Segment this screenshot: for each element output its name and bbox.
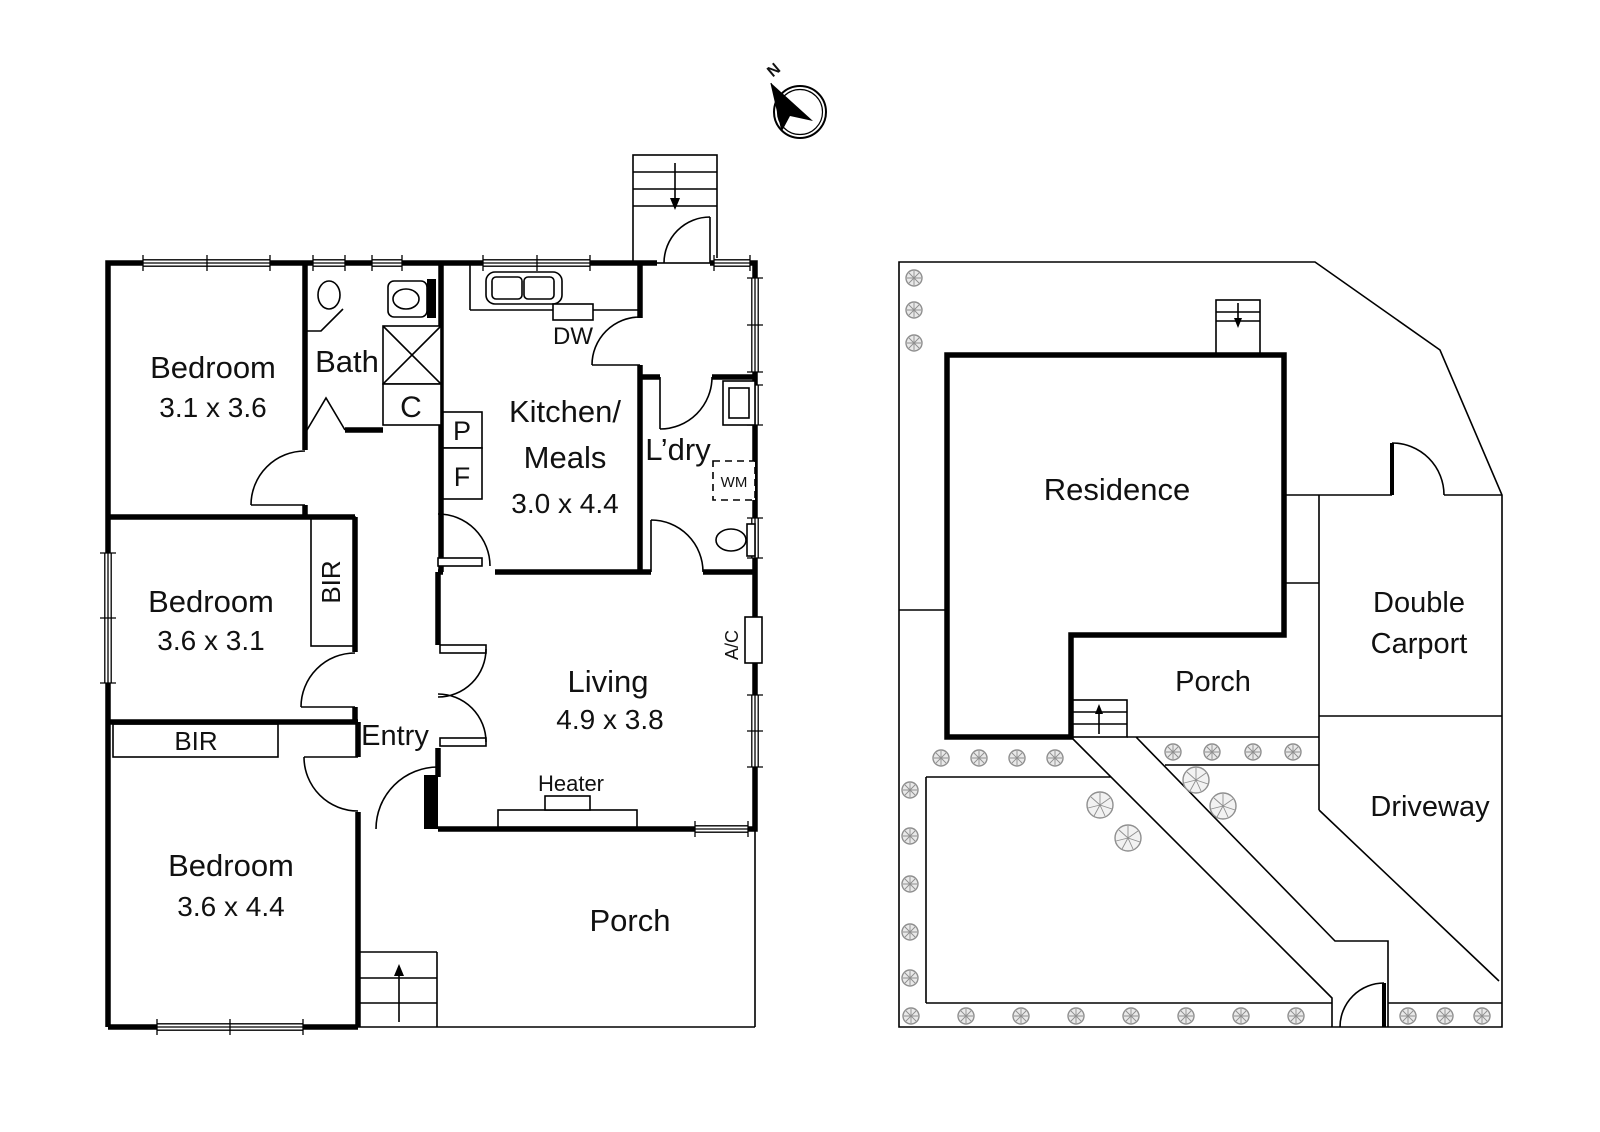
- room-label-kitchen-2: Meals: [524, 440, 607, 475]
- doors: [250, 216, 713, 830]
- gates: [1339, 442, 1445, 1028]
- site-label-porch: Porch: [1175, 666, 1251, 698]
- shrub-icon: [901, 827, 919, 845]
- label-dishwasher: DW: [553, 323, 593, 350]
- label-air-conditioner: A/C: [722, 630, 742, 660]
- ac-unit-icon: [744, 616, 763, 664]
- room-label-bedroom1: Bedroom: [150, 350, 276, 385]
- site-plan-labels: Residence Porch Double Carport Driveway: [1044, 472, 1490, 823]
- toilet-icon: [317, 280, 341, 310]
- label-pantry: P: [453, 416, 471, 446]
- wc-toilet-icon: [715, 528, 747, 552]
- shrub-icon: [1177, 1007, 1195, 1025]
- shrub-icon: [905, 301, 923, 319]
- shrub-icon: [1008, 749, 1026, 767]
- room-label-bedroom3: Bedroom: [168, 848, 294, 883]
- shrub-icon: [1244, 743, 1262, 761]
- vanity-icon: [427, 279, 436, 318]
- bir-side-box: [310, 516, 356, 647]
- shrub-icon: [1012, 1007, 1030, 1025]
- tree-icon: [1209, 792, 1237, 820]
- shrub-icon: [1473, 1007, 1491, 1025]
- site-label-driveway: Driveway: [1370, 791, 1490, 823]
- shrub-icon: [1122, 1007, 1140, 1025]
- label-cupboard: C: [400, 391, 422, 424]
- garden-lines: [899, 494, 1502, 1027]
- room-dims-bedroom1: 3.1 x 3.6: [159, 392, 266, 423]
- room-dims-bedroom3: 3.6 x 4.4: [177, 891, 284, 922]
- shrub-icon: [1164, 743, 1182, 761]
- site-back-steps: [1215, 299, 1261, 356]
- shrub-icon: [901, 781, 919, 799]
- room-label-kitchen-1: Kitchen/: [509, 394, 621, 429]
- residence-outline: [944, 352, 1287, 740]
- room-dims-kitchen: 3.0 x 4.4: [511, 488, 618, 519]
- shrub-icon: [957, 1007, 975, 1025]
- site-label-carport-2: Carport: [1371, 628, 1468, 660]
- tree-icon: [1086, 791, 1114, 819]
- compass-north-label: N: [764, 60, 784, 80]
- washing-machine-box: [712, 460, 756, 501]
- site-label-carport-1: Double: [1373, 587, 1465, 619]
- shrub-icon: [970, 749, 988, 767]
- basin-icon: [387, 280, 428, 318]
- shrub-icon: [1399, 1007, 1417, 1025]
- shrub-icon: [901, 969, 919, 987]
- shrub-icon: [932, 749, 950, 767]
- shrub-icon: [905, 334, 923, 352]
- label-heater: Heater: [538, 771, 604, 796]
- entry-door-jamb: [424, 775, 438, 829]
- shrub-icon: [901, 923, 919, 941]
- fixtures: [112, 263, 763, 828]
- cupboard-box: [382, 383, 442, 426]
- site-plan: Residence Porch Double Carport Driveway: [898, 261, 1503, 1028]
- room-label-living: Living: [568, 664, 649, 699]
- room-dims-living: 4.9 x 3.8: [556, 704, 663, 735]
- shrub-icon: [901, 875, 919, 893]
- shrub-icon: [1284, 743, 1302, 761]
- floor-plan-labels: Bedroom 3.1 x 3.6 Bath C P F DW Kitchen/…: [148, 323, 747, 938]
- room-label-bath: Bath: [315, 344, 379, 379]
- front-porch-outline: [358, 829, 756, 1028]
- site-label-residence: Residence: [1044, 472, 1190, 507]
- heater-icon: [497, 809, 638, 828]
- shrub-icon: [1203, 743, 1221, 761]
- bifold-door-icon: [306, 396, 346, 431]
- back-steps: [632, 154, 718, 264]
- room-dims-bedroom2: 3.6 x 3.1: [157, 625, 264, 656]
- shrub-icon: [1067, 1007, 1085, 1025]
- label-bir-bottom: BIR: [174, 726, 217, 756]
- fridge-box: [442, 447, 483, 500]
- room-label-porch: Porch: [590, 903, 671, 938]
- tree-icon: [1182, 766, 1210, 794]
- floor-plan: Bedroom 3.1 x 3.6 Bath C P F DW Kitchen/…: [100, 154, 763, 1035]
- dishwasher-box: [552, 303, 594, 321]
- room-label-laundry: L’dry: [645, 432, 711, 467]
- site-porch-steps: [1070, 699, 1128, 738]
- shrub-icon: [1287, 1007, 1305, 1025]
- tree-icon: [1114, 824, 1142, 852]
- room-label-bedroom2: Bedroom: [148, 584, 274, 619]
- label-bir-side: BIR: [316, 560, 346, 603]
- front-steps: [360, 951, 438, 1027]
- north-compass: N: [764, 60, 827, 139]
- label-washing-machine: WM: [721, 474, 748, 491]
- shrub-icon: [1436, 1007, 1454, 1025]
- label-fridge: F: [454, 462, 471, 492]
- room-label-entry: Entry: [361, 720, 429, 752]
- bir-bottom-box: [112, 723, 279, 758]
- shrub-icon: [1046, 749, 1064, 767]
- compass-needle-icon: [771, 83, 813, 131]
- shrub-icon: [1232, 1007, 1250, 1025]
- shrub-icon: [902, 1007, 920, 1025]
- shrub-icon: [905, 269, 923, 287]
